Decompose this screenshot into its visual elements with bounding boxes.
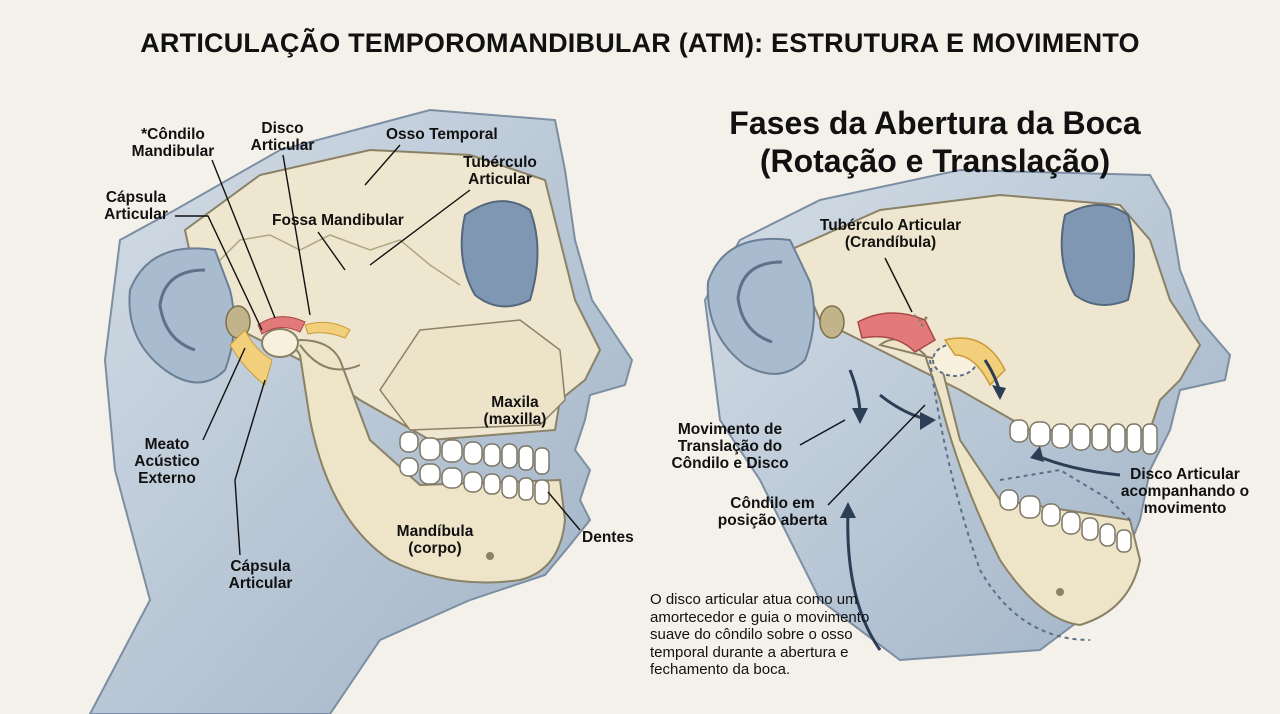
left-lower-teeth — [399, 457, 550, 505]
label-tuberculo-articular: Tubérculo Articular — [463, 154, 537, 188]
label-fossa-mandibular: Fossa Mandibular — [272, 212, 404, 229]
left-ear-inner — [158, 268, 206, 352]
right-mandible — [877, 338, 1142, 627]
left-head — [88, 108, 634, 714]
right-arrowheads — [840, 385, 1044, 518]
label-tuberculo-crandibula: Tubérculo Articular (Crandíbula) — [819, 217, 962, 251]
right-subtitle-line2: (Rotação e Translação) — [759, 143, 1111, 179]
label-maxila: Maxila (maxilla) — [483, 394, 547, 428]
label-osso-temporal: Osso Temporal — [386, 126, 498, 143]
left-tubercle-highlight — [304, 321, 351, 339]
label-dentes: Dentes — [582, 529, 634, 546]
label-capsula-articular-top: Cápsula Articular — [104, 189, 168, 223]
left-maxilla — [379, 319, 566, 431]
right-head — [703, 168, 1232, 662]
left-disc — [257, 316, 306, 335]
right-leader-lines — [799, 257, 926, 506]
label-condilo-mandibular: *Côndilo Mandibular — [131, 126, 215, 160]
left-ear — [128, 247, 235, 384]
left-upper-teeth — [399, 431, 550, 475]
right-subtitle: Fases da Abertura da Boca (Rotação e Tra… — [690, 104, 1180, 180]
left-skull-suture — [199, 234, 461, 286]
left-condyle — [261, 328, 299, 358]
left-mandible — [264, 338, 567, 584]
explanatory-note: O disco articular atua como um amorteced… — [650, 591, 870, 678]
right-subtitle-line1: Fases da Abertura da Boca — [729, 105, 1141, 141]
right-tubercle-dots — [913, 314, 928, 327]
right-mandible-dashed-outline — [929, 359, 1091, 641]
left-capsule — [229, 329, 273, 386]
right-tubercle-highlight — [943, 337, 1006, 387]
label-mandibula-corpo: Mandíbula (corpo) — [396, 523, 474, 557]
right-ear — [706, 238, 815, 375]
label-meato-acustico: Meato Acústico Externo — [134, 436, 200, 487]
right-disc — [857, 312, 936, 353]
right-eye-socket — [1060, 204, 1135, 306]
left-eye-socket — [460, 200, 539, 308]
right-lower-teeth — [999, 489, 1132, 553]
label-movimento-translacao: Movimento de Translação do Côndilo e Dis… — [671, 421, 789, 472]
right-meatus — [819, 305, 845, 339]
left-ramus-notch — [299, 344, 361, 371]
label-disco-acompanhando: Disco Articular acompanhando o movimento — [1120, 466, 1250, 517]
label-condilo-posicao-aberta: Côndilo em posição aberta — [717, 495, 828, 529]
left-leader-lines — [175, 144, 581, 556]
label-capsula-articular-bottom: Cápsula Articular — [228, 558, 293, 592]
right-mental-foramen — [1056, 588, 1064, 596]
left-mental-foramen — [486, 552, 494, 560]
main-title: ARTICULAÇÃO TEMPOROMANDIBULAR (ATM): EST… — [140, 28, 1140, 58]
right-capsule-dashed — [999, 468, 1131, 521]
right-ear-inner — [736, 260, 783, 344]
label-disco-articular: Disco Articular — [250, 120, 315, 154]
